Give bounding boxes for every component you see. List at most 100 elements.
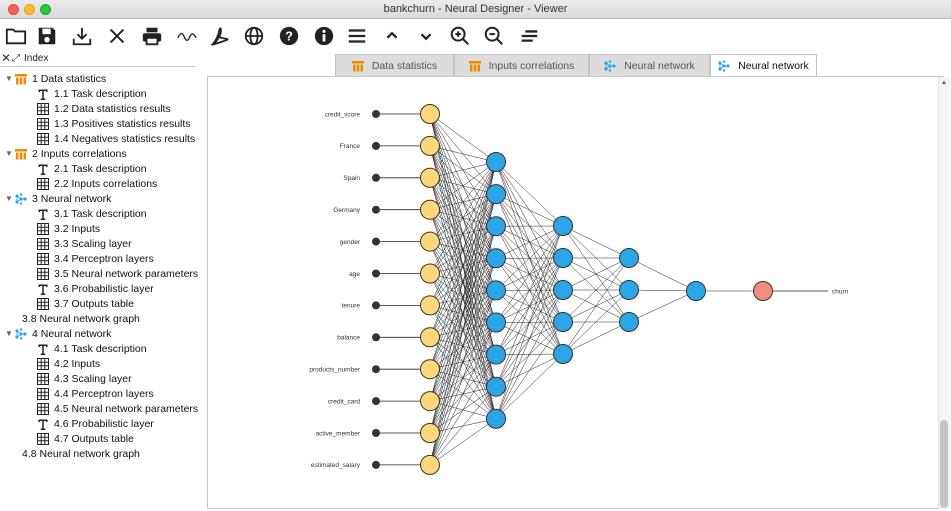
connection-line xyxy=(562,225,630,259)
close-icon[interactable] xyxy=(103,22,131,50)
tree-item[interactable]: 3.7 Outputs table xyxy=(37,296,134,311)
zoom-out-icon[interactable] xyxy=(480,22,508,50)
tab-1[interactable]: Data statistics xyxy=(335,54,454,76)
tree-item-label: 4.4 Perceptron layers xyxy=(54,387,154,400)
tree-item[interactable]: 3.8 Neural network graph xyxy=(22,311,140,326)
input-label: France xyxy=(340,143,361,150)
input-label: credit_card xyxy=(328,398,361,405)
tab-3[interactable]: Neural network xyxy=(589,54,710,76)
scroll-up-arrow-icon[interactable]: ▲ xyxy=(941,80,947,86)
connection-line xyxy=(429,161,497,370)
download-icon[interactable] xyxy=(68,22,96,50)
text-icon xyxy=(37,418,49,430)
input-label: tenure xyxy=(342,303,361,310)
table-icon xyxy=(37,102,49,115)
tree-item[interactable]: 3.4 Perceptron layers xyxy=(37,251,154,266)
text-icon xyxy=(37,88,49,100)
scaling-neuron xyxy=(420,263,440,284)
scaling-neuron xyxy=(420,454,440,475)
save-icon[interactable] xyxy=(33,22,61,50)
tab-label: Data statistics xyxy=(371,59,438,72)
close-index-icon[interactable]: ✕ xyxy=(1,51,12,65)
chevron-up-icon[interactable] xyxy=(378,22,406,50)
neural-network-graph: credit_scoreFranceSpainGermanygenderaget… xyxy=(309,104,849,475)
title-bar: bankchurn - Neural Designer - Viewer xyxy=(0,0,951,19)
tree-item[interactable]: 3.1 Task description xyxy=(37,206,147,221)
tree-item[interactable]: 4.7 Outputs table xyxy=(37,431,134,446)
input-label: products_number xyxy=(309,367,360,374)
input-dot xyxy=(372,173,380,182)
align-icon[interactable] xyxy=(515,22,543,50)
perceptron-neuron xyxy=(486,344,506,365)
tab-label: Neural network xyxy=(624,59,695,72)
disclosure-triangle-icon[interactable]: ▼ xyxy=(5,74,13,83)
perceptron-neuron xyxy=(553,248,573,268)
connection-line xyxy=(495,225,564,419)
connection-line xyxy=(628,257,697,292)
chevron-down-icon[interactable] xyxy=(412,22,440,50)
connection-line xyxy=(429,354,497,466)
pdf-icon[interactable] xyxy=(206,22,234,50)
tree-item[interactable]: 4.3 Scaling layer xyxy=(37,371,132,386)
tree-item[interactable]: 1.2 Data statistics results xyxy=(37,101,171,116)
curve-icon[interactable] xyxy=(173,22,201,50)
tree-item-label: 1.2 Data statistics results xyxy=(54,102,171,115)
info-icon[interactable] xyxy=(310,22,338,50)
disclosure-triangle-icon[interactable]: ▼ xyxy=(5,329,13,338)
tree-section-s4[interactable]: ▼4 Neural network xyxy=(5,326,111,341)
tree-item[interactable]: 3.3 Scaling layer xyxy=(37,236,132,251)
print-icon[interactable] xyxy=(138,22,166,50)
tree-item[interactable]: 4.6 Probabilistic layer xyxy=(37,416,154,431)
input-dot xyxy=(372,237,380,246)
input-label: Germany xyxy=(333,207,360,214)
help-icon[interactable]: ? xyxy=(275,22,303,50)
tree-item[interactable]: 2.1 Task description xyxy=(37,161,147,176)
tree-item[interactable]: 1.1 Task description xyxy=(37,86,147,101)
connection-line xyxy=(562,321,630,355)
scaling-neuron xyxy=(420,167,440,188)
scaling-neuron xyxy=(420,391,440,412)
open-folder-icon[interactable] xyxy=(2,22,30,50)
tree-item[interactable]: 3.6 Probabilistic layer xyxy=(37,281,154,296)
tree-item[interactable]: 4.1 Task description xyxy=(37,341,147,356)
tree-item[interactable]: 3.2 Inputs xyxy=(37,221,100,236)
index-header: ✕ ⤢ Index xyxy=(0,52,195,67)
tree-item-label: 1.1 Task description xyxy=(54,87,147,100)
scrollbar-thumb[interactable] xyxy=(940,420,948,508)
disclosure-triangle-icon[interactable]: ▼ xyxy=(5,149,13,158)
tab-4[interactable]: Neural network xyxy=(710,54,817,76)
tree-item[interactable]: 1.3 Positives statistics results xyxy=(37,116,191,131)
input-label: active_member xyxy=(316,430,361,437)
scaling-neuron xyxy=(420,295,440,316)
tree-item[interactable]: 4.5 Neural network parameters xyxy=(37,401,198,416)
tab-2[interactable]: Inputs correlations xyxy=(454,54,589,76)
tree-section-s2[interactable]: ▼2 Inputs correlations xyxy=(5,146,127,161)
connection-line xyxy=(495,193,564,227)
globe-icon[interactable] xyxy=(240,22,268,50)
tree-section-s1[interactable]: ▼1 Data statistics xyxy=(5,71,106,86)
perceptron-neuron xyxy=(486,184,506,205)
tree-item-label: 1.4 Negatives statistics results xyxy=(54,132,196,145)
perceptron-neuron xyxy=(486,152,506,172)
minimize-window-button[interactable] xyxy=(24,4,35,15)
tree-item[interactable]: 4.4 Perceptron layers xyxy=(37,386,154,401)
input-label: Spain xyxy=(343,175,360,182)
zoom-window-button[interactable] xyxy=(40,4,51,15)
connection-line xyxy=(562,257,630,355)
tree-item[interactable]: 1.4 Negatives statistics results xyxy=(37,131,195,146)
tree-section-s3[interactable]: ▼3 Neural network xyxy=(5,191,111,206)
connection-line xyxy=(628,289,697,292)
perceptron-neuron xyxy=(486,376,506,397)
disclosure-triangle-icon[interactable]: ▼ xyxy=(5,194,13,203)
close-window-button[interactable] xyxy=(8,4,19,15)
tree-item[interactable]: 3.5 Neural network parameters xyxy=(37,266,198,281)
tree-item[interactable]: 4.2 Inputs xyxy=(37,356,100,371)
menu-icon[interactable] xyxy=(343,22,371,50)
perceptron-neuron xyxy=(486,248,506,269)
input-dot xyxy=(372,333,380,342)
zoom-in-icon[interactable] xyxy=(446,22,474,50)
tree-item[interactable]: 2.2 Inputs correlations xyxy=(37,176,157,191)
tree-item[interactable]: 4.8 Neural network graph xyxy=(22,446,140,461)
expand-index-icon[interactable]: ⤢ xyxy=(12,53,20,64)
vertical-scrollbar[interactable] xyxy=(938,77,950,509)
